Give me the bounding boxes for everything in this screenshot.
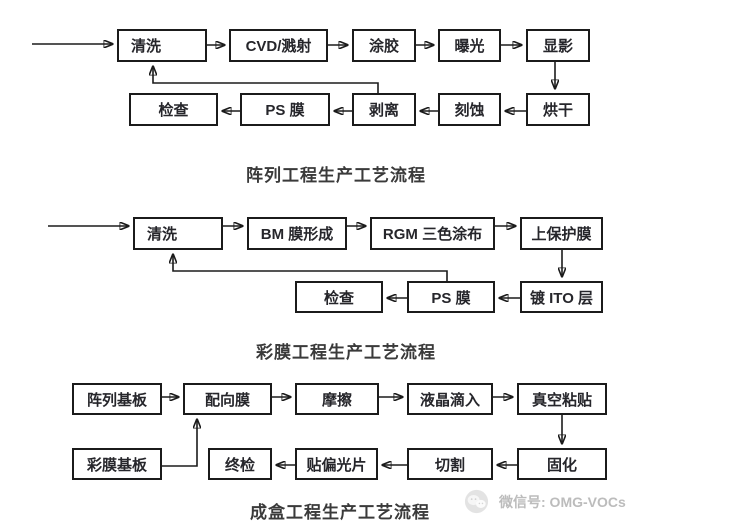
- watermark-label: 微信号: OMG-VOCs: [499, 493, 626, 510]
- box-exposure: 曝光: [438, 29, 501, 62]
- feedback-arrow: [173, 254, 448, 281]
- box-resist-coating: 涂胶: [352, 29, 416, 62]
- box-polarizer-attach: 贴偏光片: [295, 448, 378, 480]
- box-cf-substrate: 彩膜基板: [72, 448, 162, 480]
- box-curing: 固化: [517, 448, 607, 480]
- box-ps-film-2: PS 膜: [407, 281, 495, 313]
- box-ps-film: PS 膜: [240, 93, 330, 126]
- box-alignment-film: 配向膜: [183, 383, 272, 415]
- flowchart-title-color-filter: 彩膜工程生产工艺流程: [256, 343, 436, 362]
- box-cleaning: 清洗: [117, 29, 207, 62]
- box-rgb-coating: RGM 三色涂布: [370, 217, 495, 250]
- box-final-inspection: 终检: [208, 448, 272, 480]
- cell-assembly-flow-arrows: [162, 397, 562, 466]
- box-inspection-2: 检查: [295, 281, 383, 313]
- box-ito-layer: 镀 ITO 层: [520, 281, 603, 313]
- box-etching: 刻蚀: [438, 93, 501, 126]
- box-development: 显影: [526, 29, 590, 62]
- box-drying: 烘干: [526, 93, 590, 126]
- box-lc-dropping: 液晶滴入: [407, 383, 493, 415]
- box-inspection: 检查: [129, 93, 218, 126]
- box-bm-film: BM 膜形成: [247, 217, 347, 250]
- array-flow-arrows: [32, 44, 555, 111]
- feedback-arrow: [153, 66, 379, 93]
- box-rubbing: 摩擦: [295, 383, 379, 415]
- box-protective-film: 上保护膜: [520, 217, 603, 250]
- merge-arrow: [162, 419, 197, 467]
- color-filter-flow-arrows: [48, 226, 562, 298]
- box-vacuum-bonding: 真空粘贴: [517, 383, 607, 415]
- watermark: 微信号: OMG-VOCs: [463, 488, 626, 515]
- box-array-substrate: 阵列基板: [72, 383, 162, 415]
- flowchart-title-cell-assembly: 成盒工程生产工艺流程: [250, 503, 430, 522]
- box-cleaning-2: 清洗: [133, 217, 223, 250]
- box-cvd-sputter: CVD/溅射: [229, 29, 328, 62]
- wechat-icon: [464, 489, 489, 514]
- box-cutting: 切割: [407, 448, 493, 480]
- flowchart-title-array: 阵列工程生产工艺流程: [246, 166, 426, 185]
- box-stripping: 剥离: [352, 93, 416, 126]
